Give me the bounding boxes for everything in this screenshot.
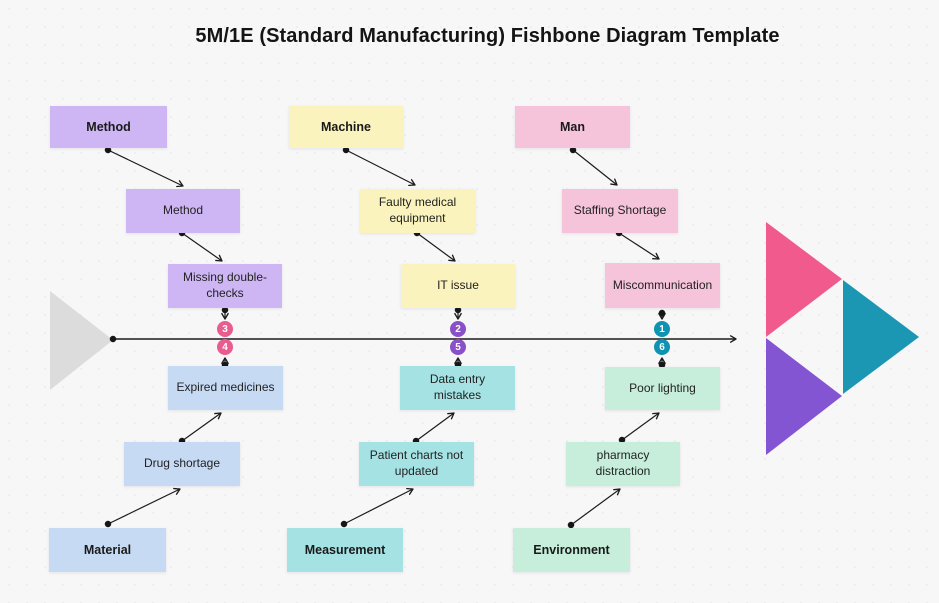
diagram-title: 5M/1E (Standard Manufacturing) Fishbone … — [195, 25, 780, 47]
connector — [567, 488, 621, 529]
cause-node-miscommunication[interactable]: Miscommunication — [605, 263, 720, 308]
fish-head-triangle-purple — [766, 338, 842, 455]
connector — [412, 412, 455, 445]
connector — [618, 412, 660, 444]
connector — [178, 412, 222, 445]
cause-node-it-issue[interactable]: IT issue — [401, 264, 515, 308]
spine-marker-6[interactable]: 6 — [654, 339, 670, 355]
connector — [104, 146, 184, 188]
spine-marker-1[interactable]: 1 — [654, 321, 670, 337]
cause-node-data-entry-mistakes[interactable]: Data entry mistakes — [400, 366, 515, 410]
category-node-measurement[interactable]: Measurement — [287, 528, 403, 572]
cause-node-pharmacy-distraction[interactable]: pharmacy distraction — [566, 442, 680, 486]
fish-head-triangle-pink — [766, 222, 842, 337]
connector — [342, 146, 416, 187]
connector — [615, 229, 660, 260]
cause-node-faulty-medical-equipment[interactable]: Faulty medical equipment — [360, 189, 475, 233]
fish-tail-triangle — [50, 291, 113, 390]
category-node-method[interactable]: Method — [50, 106, 167, 148]
category-node-material[interactable]: Material — [49, 528, 166, 572]
category-node-environment[interactable]: Environment — [513, 528, 630, 572]
connector — [413, 229, 456, 262]
cause-node-patient-charts-not-updated[interactable]: Patient charts not updated — [359, 442, 474, 486]
connector — [569, 146, 618, 186]
connector-arrows — [104, 146, 666, 529]
connector — [178, 229, 223, 262]
spine-marker-5[interactable]: 5 — [450, 339, 466, 355]
cause-node-poor-lighting[interactable]: Poor lighting — [605, 367, 720, 410]
connector — [104, 487, 181, 528]
cause-node-drug-shortage[interactable]: Drug shortage — [124, 442, 240, 486]
spine-marker-3[interactable]: 3 — [217, 321, 233, 337]
cause-node-expired-medicines[interactable]: Expired medicines — [168, 366, 283, 410]
cause-node-missing-double-checks[interactable]: Missing double-checks — [168, 264, 282, 308]
fish-head-triangle-teal — [843, 280, 919, 394]
spine-marker-4[interactable]: 4 — [217, 339, 233, 355]
connector — [340, 487, 414, 528]
category-node-machine[interactable]: Machine — [289, 106, 403, 148]
spine-marker-2[interactable]: 2 — [450, 321, 466, 337]
cause-node-method[interactable]: Method — [126, 189, 240, 233]
category-node-man[interactable]: Man — [515, 106, 630, 148]
cause-node-staffing-shortage[interactable]: Staffing Shortage — [562, 189, 678, 233]
